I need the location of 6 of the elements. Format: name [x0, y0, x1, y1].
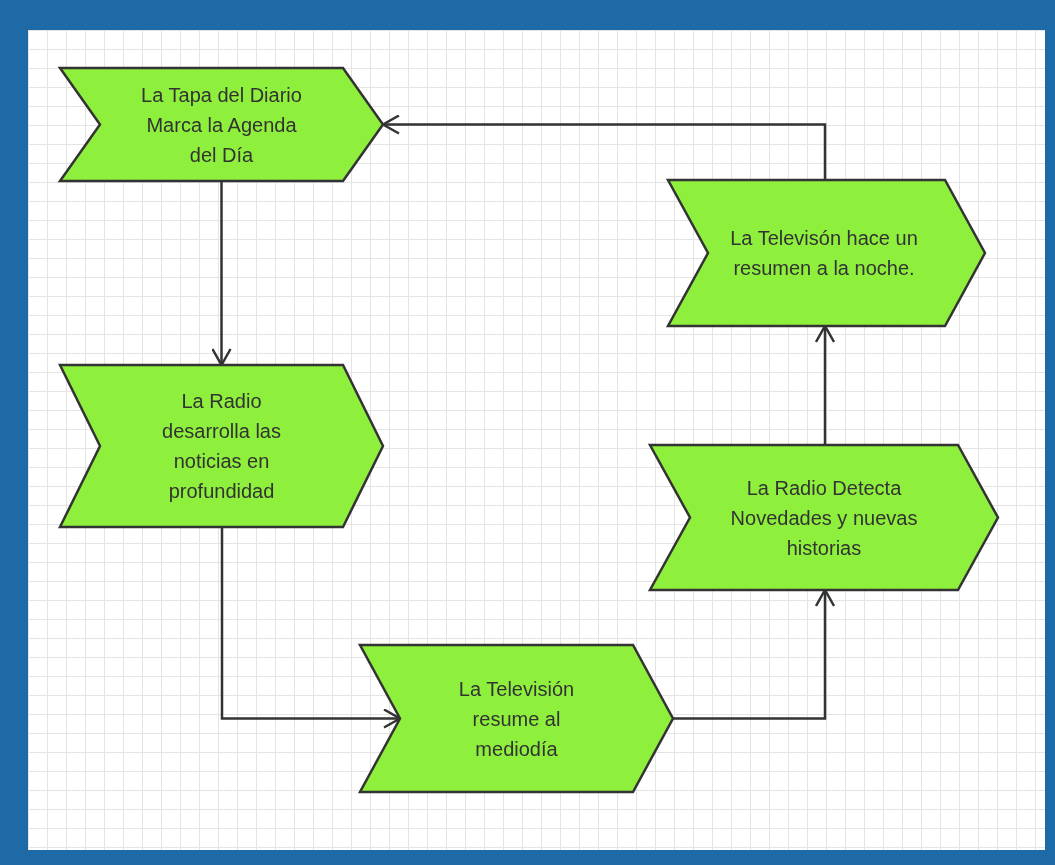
step-text: La Radio desarrolla las noticias en profundidad — [161, 389, 282, 504]
step-text: La Radio Detecta Novedades y nuevas historias — [729, 475, 919, 561]
step-text: La Tapa del Diario Marca la Agenda del Día — [140, 82, 303, 168]
step-text: La Televisón hace un resumen a la noche. — [729, 226, 919, 281]
step-text: La Televisión resume al mediodía — [457, 676, 576, 762]
arrow — [381, 114, 827, 180]
